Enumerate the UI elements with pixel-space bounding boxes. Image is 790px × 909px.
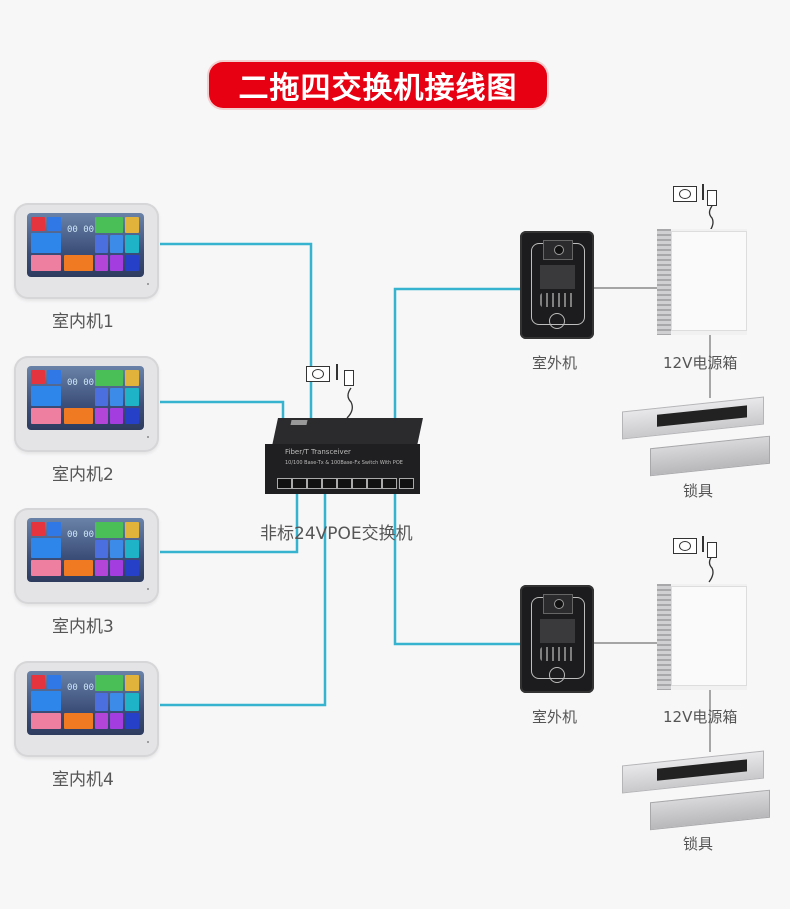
monitor-screen: 00 00 [27, 213, 144, 277]
monitor-clock: 00 00 [67, 530, 95, 540]
call-button [549, 667, 565, 683]
monitor-screen: 00 00 [27, 518, 144, 582]
cable-outdoor-2 [393, 488, 520, 646]
switch-brand-text: Fiber/T Transceiver [285, 448, 351, 456]
indoor-monitor: 00 00 [14, 661, 159, 757]
psu2-power-cord [708, 555, 714, 583]
cable-indoor-3 [160, 488, 299, 554]
switch-port [277, 478, 292, 489]
indoor-unit-label: 室内机3 [52, 617, 114, 637]
magnetic-lock [622, 396, 772, 478]
switch-port [352, 478, 367, 489]
lock-label: 锁具 [683, 482, 714, 500]
outdoor-station [520, 585, 594, 693]
monitor-clock: 00 00 [67, 378, 95, 388]
indoor-monitor: 00 00 [14, 508, 159, 604]
power-adapter-icon [707, 542, 717, 558]
switch-spec-text: 10/100 Base-Tx & 100Base-Fx Switch With … [285, 460, 403, 466]
switch-port [292, 478, 307, 489]
switch-port [382, 478, 397, 489]
cable-indoor-4 [160, 488, 327, 707]
indoor-unit-label: 室内机2 [52, 465, 114, 485]
cable-outdoor-1 [393, 287, 520, 418]
power-adapter-icon [344, 370, 354, 386]
card-reader [540, 265, 575, 289]
speaker-grille [540, 293, 575, 307]
outdoor-station-label: 室外机 [532, 354, 578, 372]
monitor-clock: 00 00 [67, 683, 95, 693]
indoor-unit-label: 室内机1 [52, 312, 114, 332]
camera-icon [554, 599, 564, 609]
switch-port [337, 478, 352, 489]
indoor-monitor: 00 00 [14, 356, 159, 452]
poe-switch: Fiber/T Transceiver 10/100 Base-Tx & 100… [265, 418, 423, 494]
monitor-screen: 00 00 [27, 671, 144, 735]
magnetic-lock [622, 750, 772, 832]
power-supply-box [657, 584, 747, 690]
camera-icon [554, 245, 564, 255]
outdoor-station [520, 231, 594, 339]
power-adapter-icon [707, 190, 717, 206]
power-socket-icon [306, 366, 330, 382]
power-socket-icon [673, 538, 697, 554]
power-supply-box [657, 229, 747, 335]
wall-icon [702, 184, 704, 200]
outdoor-station-label: 室外机 [532, 708, 578, 726]
power-supply-label: 12V电源箱 [663, 708, 738, 726]
switch-port [367, 478, 382, 489]
card-reader [540, 619, 575, 643]
switch-port [322, 478, 337, 489]
wall-icon [702, 536, 704, 552]
call-button [549, 313, 565, 329]
switch-port [307, 478, 322, 489]
power-socket-icon [673, 186, 697, 202]
diagram-title: 二拖四交换机接线图 [209, 62, 547, 108]
indoor-monitor: 00 00 [14, 203, 159, 299]
switch-label: 非标24VPOE交换机 [260, 524, 413, 544]
lock-label: 锁具 [683, 835, 714, 853]
psu1-power-cord [708, 205, 714, 233]
power-supply-label: 12V电源箱 [663, 354, 738, 372]
wall-icon [336, 364, 338, 380]
indoor-unit-label: 室内机4 [52, 770, 114, 790]
switch-uplink-port [399, 478, 414, 489]
monitor-clock: 00 00 [67, 225, 95, 235]
monitor-screen: 00 00 [27, 366, 144, 430]
cable-indoor-1 [160, 242, 313, 488]
speaker-grille [540, 647, 575, 661]
switch-power-cord [346, 387, 353, 419]
